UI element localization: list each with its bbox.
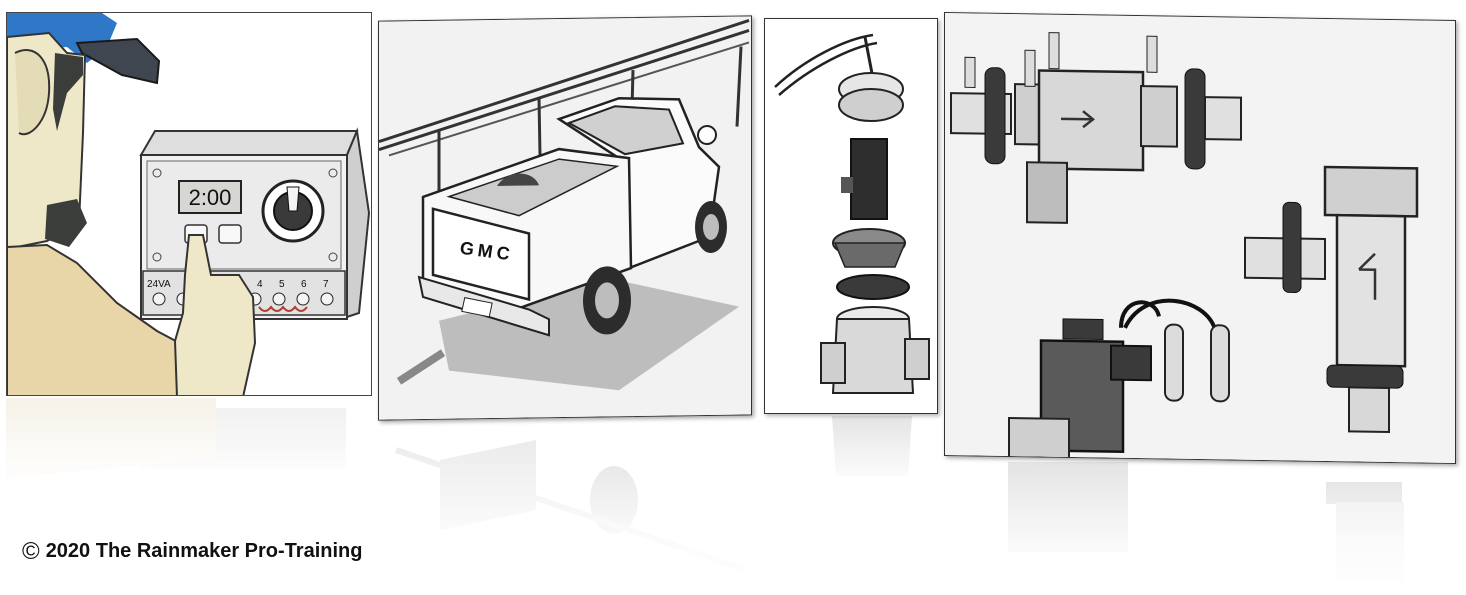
terminal-screw-icon: [272, 292, 286, 306]
solenoid-wire: [1119, 300, 1161, 328]
outlet-port: [904, 338, 930, 380]
controller-illustration: 2:00 24VA 234567: [7, 13, 371, 395]
terminal-number: 4: [257, 279, 263, 290]
relief-valve: [1026, 161, 1068, 224]
reflection-backflow: [944, 462, 1456, 595]
wires: [258, 305, 308, 312]
hand-shape: [173, 234, 257, 395]
inlet-port: [820, 342, 846, 384]
tank: [497, 173, 539, 186]
valve-inlet: [1008, 416, 1070, 460]
shutoff-handle: [984, 67, 1006, 165]
controller-top: [139, 130, 359, 156]
shutoff-handle: [1326, 364, 1404, 389]
flow-control-handle: [1062, 318, 1104, 340]
dial-pointer: [286, 186, 300, 212]
flow-arrow-icon: [1358, 252, 1377, 300]
license-plate: [461, 297, 493, 318]
terminal-number: 5: [279, 279, 285, 290]
panel-service-truck: GMC: [378, 15, 752, 421]
panel-irrigation-controller: 2:00 24VA 234567: [6, 12, 372, 396]
copyright-symbol: ©: [22, 538, 40, 565]
screw-icon: [328, 252, 338, 262]
pipe-shadow: [396, 349, 446, 385]
tailgate: [431, 207, 531, 302]
display-time: 2:00: [189, 185, 232, 210]
reflection-truck: [386, 420, 752, 595]
terminal-label-24va: 24VA: [147, 279, 171, 290]
mirror: [697, 125, 717, 146]
backflow-illustration: [945, 12, 1456, 465]
solenoid-wire: [778, 41, 878, 96]
screw-icon: [152, 252, 162, 262]
terminal-screw-icon: [320, 292, 334, 306]
wire-connector: [1210, 324, 1230, 403]
screw-icon: [328, 168, 338, 178]
wheel-hub: [703, 213, 719, 240]
terminal-number: 6: [301, 279, 307, 290]
beard-shape: [45, 199, 87, 247]
rack-post: [735, 46, 743, 127]
panel-valve-parts: [764, 18, 938, 414]
screw-icon: [152, 168, 162, 178]
terminal-number: 7: [323, 279, 329, 290]
flow-arrow-icon: [1061, 110, 1096, 129]
copyright-notice: ©2020 The Rainmaker Pro-Training: [22, 538, 362, 566]
terminal-screw-icon: [152, 292, 166, 306]
pvb-body: [1335, 213, 1407, 368]
shutoff-handle: [1184, 68, 1206, 170]
shirt-shape: [7, 243, 218, 395]
shutoff-handle: [1282, 201, 1302, 293]
valve-exploded-illustration: [774, 33, 930, 394]
reflection-valve: [764, 416, 938, 506]
pressure-vacuum-breaker-cap: [1323, 165, 1419, 218]
diaphragm: [836, 274, 910, 300]
hair-sideburn: [53, 53, 83, 131]
wheel-hub: [595, 282, 619, 319]
reflection-controller: [6, 398, 372, 508]
solenoid: [850, 138, 888, 220]
panel-backflow-devices: [944, 11, 1456, 465]
wire-connector: [1164, 323, 1184, 402]
truck-illustration: GMC: [379, 16, 752, 421]
bleed-screw: [841, 177, 853, 193]
ear-shape: [14, 49, 51, 136]
solenoid-wire: [774, 33, 874, 88]
terminal-screw-icon: [296, 292, 310, 306]
windshield: [566, 105, 685, 156]
controller-button: [218, 224, 242, 244]
cap-brim: [75, 37, 161, 85]
controller-side: [346, 127, 371, 319]
solenoid-wire: [1123, 298, 1217, 330]
copyright-text: 2020 The Rainmaker Pro-Training: [45, 540, 363, 562]
lcd-display: [178, 180, 242, 214]
bed-floor: [446, 158, 620, 217]
solenoid: [1110, 344, 1152, 382]
